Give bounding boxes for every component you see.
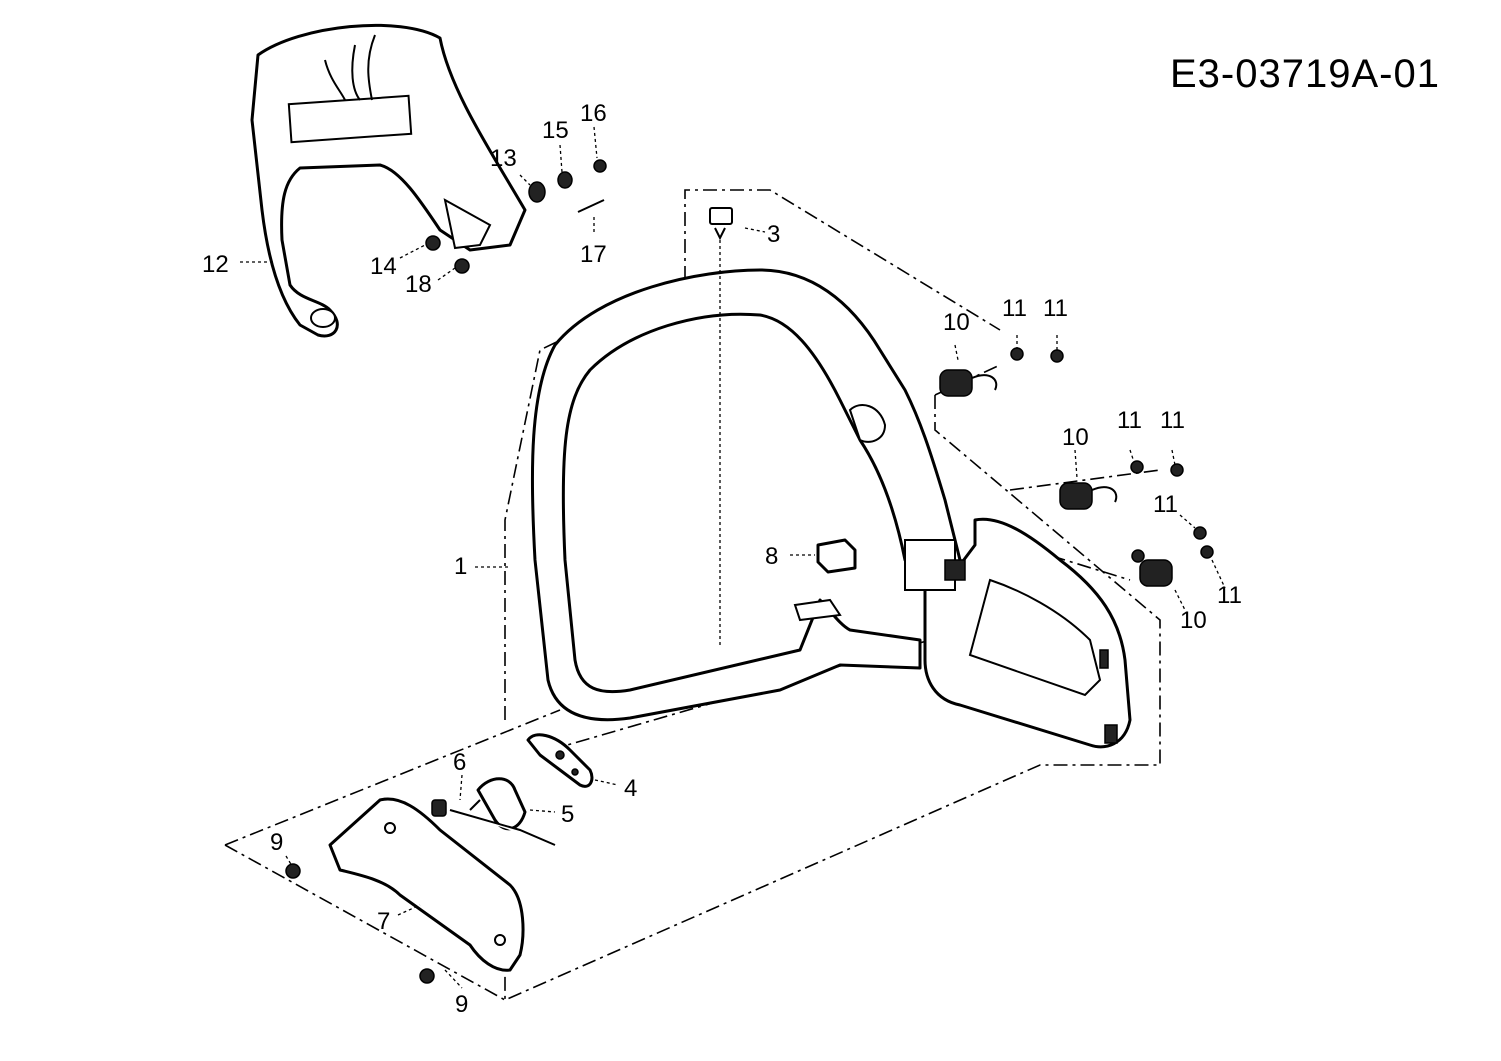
- callout-16: 16: [580, 100, 607, 127]
- callout-10-upper: 10: [943, 309, 970, 336]
- callout-8: 8: [765, 543, 778, 570]
- brake-lever: [526, 733, 594, 788]
- spring-10-middle: [1059, 482, 1118, 510]
- callout-11-f: 11: [1217, 582, 1242, 609]
- spring-10-upper: [939, 369, 998, 397]
- brake-housing: [904, 517, 1132, 749]
- callout-13: 13: [490, 145, 517, 172]
- cover-plate: [328, 797, 525, 972]
- callout-9-top: 9: [270, 829, 283, 856]
- callout-10-middle: 10: [1062, 424, 1089, 451]
- callout-11-a: 11: [1002, 295, 1027, 322]
- spring: [431, 799, 556, 846]
- callout-15: 15: [542, 117, 569, 144]
- callout-9-bottom: 9: [455, 991, 468, 1018]
- brake-trigger: [469, 777, 527, 831]
- hardware-13-18: [425, 159, 607, 274]
- screw-9-set: [285, 863, 435, 984]
- assembly-outline-lower: [224, 709, 561, 1001]
- callout-14: 14: [370, 253, 397, 280]
- callout-5: 5: [561, 801, 574, 828]
- callout-3: 3: [767, 221, 780, 248]
- clip-part: [709, 207, 733, 648]
- assembly-outline-upper: [504, 189, 1161, 1002]
- callout-10-lower: 10: [1180, 607, 1207, 634]
- callout-18: 18: [405, 271, 432, 298]
- hand-guard: [250, 23, 527, 338]
- callout-11-e: 11: [1153, 491, 1178, 518]
- callout-7: 7: [377, 908, 390, 935]
- callout-11-c: 11: [1117, 407, 1142, 434]
- callout-17: 17: [580, 241, 607, 268]
- callout-11-b: 11: [1043, 295, 1068, 322]
- callout-4: 4: [624, 775, 637, 802]
- leader-lines: [240, 126, 1226, 989]
- chain-brake-frame: [530, 268, 962, 722]
- callout-11-d: 11: [1160, 407, 1185, 434]
- spring-10-lower: [1131, 549, 1173, 587]
- diagram-code: E3-03719A-01: [1170, 52, 1440, 96]
- callout-1: 1: [454, 553, 467, 580]
- callout-6: 6: [453, 749, 466, 776]
- block-part: [816, 538, 857, 574]
- callout-12: 12: [202, 251, 229, 278]
- screw-11-set: [1010, 347, 1214, 559]
